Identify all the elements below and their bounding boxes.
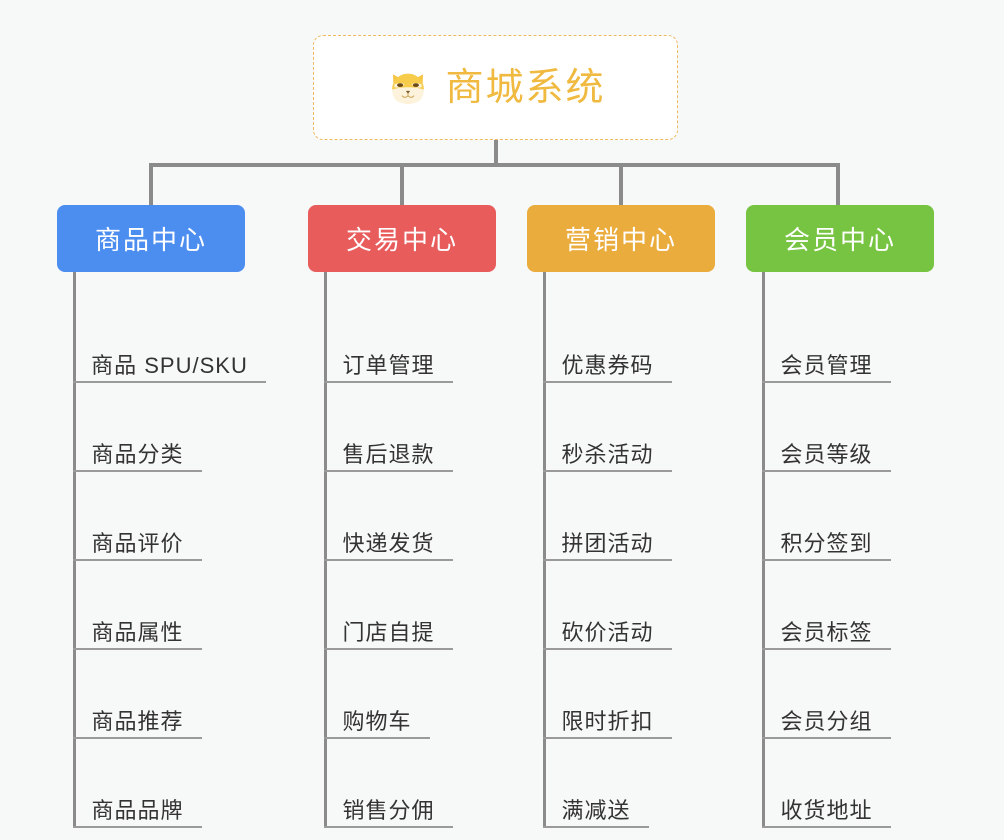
connector-root-stem	[494, 140, 498, 165]
list-item-label: 商品 SPU/SKU	[91, 352, 248, 378]
connector-drop-1	[149, 163, 153, 206]
list-item[interactable]: 收货地址	[762, 739, 891, 828]
list-item[interactable]: 商品 SPU/SKU	[73, 294, 266, 383]
list-item[interactable]: 会员标签	[762, 561, 891, 650]
list-item-label: 砍价活动	[561, 619, 654, 645]
list-item-label: 商品推荐	[91, 708, 184, 734]
category-label: 会员中心	[783, 225, 896, 255]
list-item-label: 会员管理	[780, 352, 873, 378]
list-item[interactable]: 快递发货	[324, 472, 453, 561]
column-marketing-center: 营销中心优惠券码秒杀活动拼团活动砍价活动限时折扣满减送	[527, 205, 767, 828]
column-spine-marketing-center	[543, 272, 546, 828]
column-spine-member-center	[762, 272, 765, 828]
list-item[interactable]: 优惠券码	[543, 294, 672, 383]
list-item-label: 商品属性	[91, 619, 184, 645]
list-item-label: 积分签到	[780, 530, 873, 556]
list-item[interactable]: 满减送	[543, 739, 649, 828]
list-item-label: 商品分类	[91, 441, 184, 467]
category-label: 商品中心	[94, 225, 207, 255]
list-item[interactable]: 销售分佣	[324, 739, 453, 828]
list-item[interactable]: 订单管理	[324, 294, 453, 383]
item-list-marketing-center: 优惠券码秒杀活动拼团活动砍价活动限时折扣满减送	[543, 272, 767, 828]
list-item-label: 会员分组	[780, 708, 873, 734]
list-item[interactable]: 会员等级	[762, 383, 891, 472]
list-item-label: 销售分佣	[342, 797, 435, 823]
list-item-label: 门店自提	[342, 619, 435, 645]
list-item-label: 订单管理	[342, 352, 435, 378]
list-item-label: 商品品牌	[91, 797, 184, 823]
column-product-center: 商品中心商品 SPU/SKU 商品分类商品评价商品属性商品推荐商品品牌	[57, 205, 297, 828]
column-member-center: 会员中心会员管理会员等级积分签到会员标签会员分组收货地址	[746, 205, 986, 828]
list-item[interactable]: 售后退款	[324, 383, 453, 472]
list-item[interactable]: 积分签到	[762, 472, 891, 561]
list-item-label: 收货地址	[780, 797, 873, 823]
list-item[interactable]: 商品属性	[73, 561, 202, 650]
list-item-label: 商品评价	[91, 530, 184, 556]
connector-horizontal-bus	[149, 163, 840, 167]
list-item[interactable]: 购物车	[324, 650, 430, 739]
list-item-label: 秒杀活动	[561, 441, 654, 467]
connector-drop-2	[400, 163, 404, 206]
list-item-label: 限时折扣	[561, 708, 654, 734]
list-item-label: 购物车	[342, 708, 412, 734]
category-label: 营销中心	[564, 225, 677, 255]
item-list-product-center: 商品 SPU/SKU 商品分类商品评价商品属性商品推荐商品品牌	[73, 272, 297, 828]
list-item-label: 快递发货	[342, 530, 435, 556]
list-item-label: 售后退款	[342, 441, 435, 467]
column-spine-product-center	[73, 272, 76, 828]
list-item[interactable]: 商品评价	[73, 472, 202, 561]
category-box-trade-center[interactable]: 交易中心	[308, 205, 496, 272]
list-item[interactable]: 拼团活动	[543, 472, 672, 561]
list-item[interactable]: 商品品牌	[73, 739, 202, 828]
item-list-trade-center: 订单管理售后退款快递发货门店自提购物车销售分佣	[324, 272, 548, 828]
list-item[interactable]: 商品分类	[73, 383, 202, 472]
category-box-member-center[interactable]: 会员中心	[746, 205, 934, 272]
shiba-dog-icon	[385, 65, 431, 111]
list-item-label: 拼团活动	[561, 530, 654, 556]
list-item[interactable]: 商品推荐	[73, 650, 202, 739]
item-list-member-center: 会员管理会员等级积分签到会员标签会员分组收货地址	[762, 272, 986, 828]
connector-drop-4	[836, 163, 840, 206]
column-trade-center: 交易中心订单管理售后退款快递发货门店自提购物车销售分佣	[308, 205, 548, 828]
category-label: 交易中心	[345, 225, 458, 255]
list-item[interactable]: 秒杀活动	[543, 383, 672, 472]
list-item[interactable]: 砍价活动	[543, 561, 672, 650]
root-node-shop-system[interactable]: 商城系统	[313, 35, 678, 140]
list-item-label: 会员标签	[780, 619, 873, 645]
list-item[interactable]: 限时折扣	[543, 650, 672, 739]
connector-drop-3	[619, 163, 623, 206]
list-item[interactable]: 会员分组	[762, 650, 891, 739]
list-item[interactable]: 门店自提	[324, 561, 453, 650]
column-spine-trade-center	[324, 272, 327, 828]
list-item-label: 会员等级	[780, 441, 873, 467]
list-item-label: 满减送	[561, 797, 631, 823]
list-item[interactable]: 会员管理	[762, 294, 891, 383]
list-item-label: 优惠券码	[561, 352, 654, 378]
category-box-product-center[interactable]: 商品中心	[57, 205, 245, 272]
root-title: 商城系统	[445, 66, 606, 109]
category-box-marketing-center[interactable]: 营销中心	[527, 205, 715, 272]
